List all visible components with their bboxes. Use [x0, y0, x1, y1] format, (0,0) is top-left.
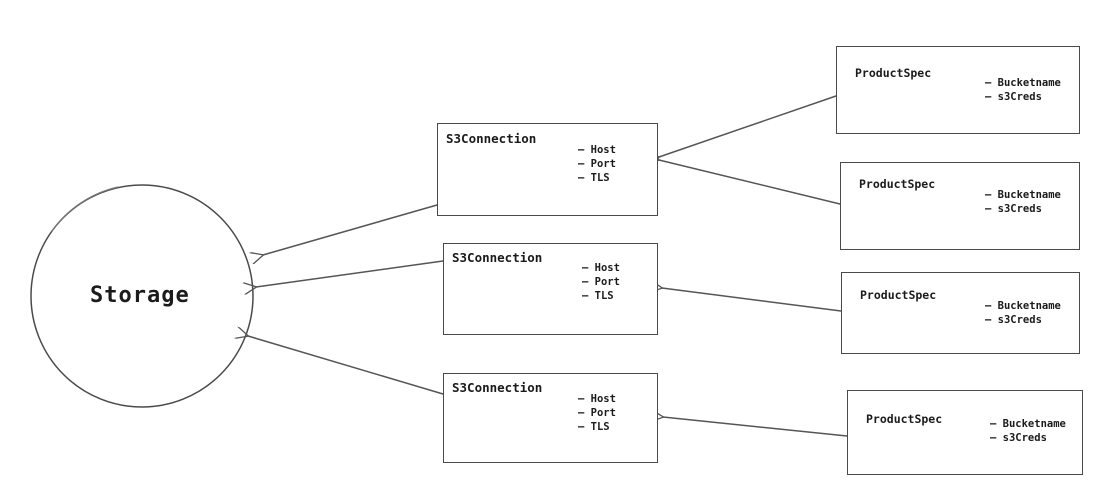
storage-circle — [30, 184, 254, 408]
productspec-box-1[interactable] — [836, 46, 1080, 134]
arrow-productspec-1-to-s3connection-1 — [659, 95, 837, 157]
arrow-productspec-3-to-s3connection-2 — [662, 288, 842, 312]
s3connection-3-attributes: – Host – Port – TLS — [578, 392, 616, 434]
productspec-2-title: ProductSpec — [859, 177, 936, 191]
s3connection-1-attr-tls: – TLS — [578, 172, 610, 184]
productspec-3-title: ProductSpec — [860, 288, 937, 302]
s3connection-box-1[interactable] — [437, 123, 658, 216]
arrow-layer — [248, 95, 848, 437]
productspec-2-attr-bucketname: – Bucketname — [985, 189, 1061, 201]
productspec-1-title: ProductSpec — [855, 66, 932, 80]
productspec-box-4[interactable] — [847, 390, 1083, 475]
arrow-productspec-2-to-s3connection-1 — [659, 160, 841, 205]
productspec-4-title: ProductSpec — [866, 412, 943, 426]
s3connection-3-attr-tls: – TLS — [578, 421, 610, 433]
s3connection-box-3[interactable] — [443, 373, 658, 463]
productspec-3-attributes: – Bucketname – s3Creds — [985, 299, 1061, 327]
arrow-s3connection-1-to-storage — [263, 204, 438, 255]
s3connection-2-title: S3Connection — [452, 250, 543, 265]
s3connection-3-attr-port: – Port — [578, 407, 616, 419]
productspec-1-attr-bucketname: – Bucketname — [985, 77, 1061, 89]
productspec-box-2[interactable] — [840, 162, 1080, 250]
productspec-1-attributes: – Bucketname – s3Creds — [985, 76, 1061, 104]
s3connection-2-attributes: – Host – Port – TLS — [582, 261, 620, 303]
productspec-2-attr-s3creds: – s3Creds — [985, 203, 1042, 215]
productspec-2-attributes: – Bucketname – s3Creds — [985, 188, 1061, 216]
s3connection-3-title: S3Connection — [452, 380, 543, 395]
productspec-3-attr-bucketname: – Bucketname — [985, 300, 1061, 312]
arrow-s3connection-2-to-storage — [256, 260, 444, 287]
storage-circle-label: Storage — [90, 283, 190, 308]
s3connection-1-attributes: – Host – Port – TLS — [578, 143, 616, 185]
productspec-box-3[interactable] — [841, 272, 1080, 354]
productspec-4-attr-s3creds: – s3Creds — [990, 432, 1047, 444]
s3connection-1-attr-host: – Host — [578, 144, 616, 156]
s3connection-2-attr-port: – Port — [582, 276, 620, 288]
productspec-4-attributes: – Bucketname – s3Creds — [990, 417, 1066, 445]
s3connection-box-2[interactable] — [443, 243, 658, 335]
s3connection-1-title: S3Connection — [446, 131, 537, 146]
s3connection-2-attr-tls: – TLS — [582, 290, 614, 302]
productspec-1-attr-s3creds: – s3Creds — [985, 91, 1042, 103]
productspec-4-attr-bucketname: – Bucketname — [990, 418, 1066, 430]
s3connection-1-attr-port: – Port — [578, 158, 616, 170]
s3connection-3-attr-host: – Host — [578, 393, 616, 405]
productspec-3-attr-s3creds: – s3Creds — [985, 314, 1042, 326]
arrow-s3connection-3-to-storage — [248, 336, 444, 395]
arrow-productspec-4-to-s3connection-3 — [663, 417, 848, 437]
s3connection-2-attr-host: – Host — [582, 262, 620, 274]
